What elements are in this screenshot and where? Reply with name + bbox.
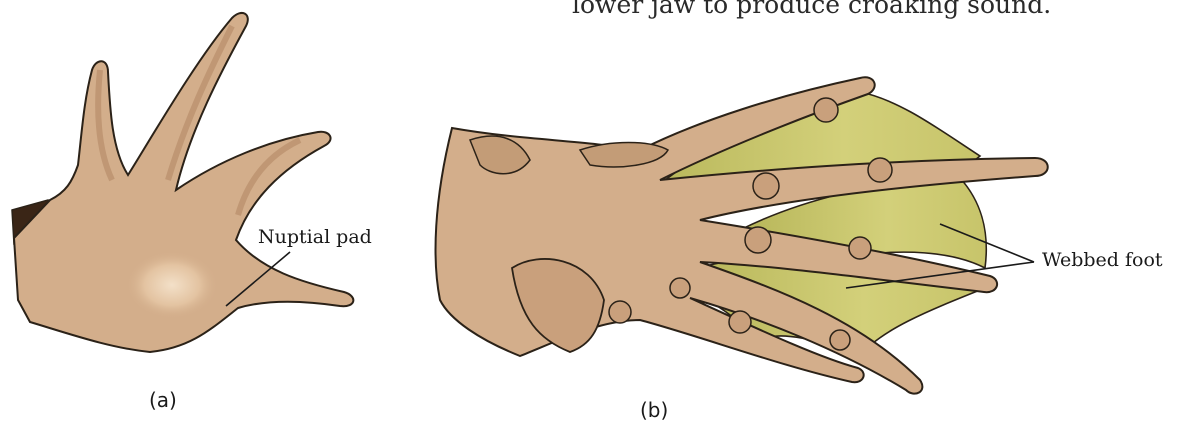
caption-a: (a) <box>149 388 177 412</box>
nuptial-pad <box>126 251 218 319</box>
hindlimb-b <box>436 77 1048 393</box>
body-text-fragment: lower jaw to produce croaking sound. <box>572 0 1051 19</box>
forelimb-a <box>12 13 353 352</box>
webbed-foot-label: Webbed foot <box>1042 249 1163 271</box>
caption-b: (b) <box>640 398 668 422</box>
nuptial-pad-label: Nuptial pad <box>258 226 372 248</box>
